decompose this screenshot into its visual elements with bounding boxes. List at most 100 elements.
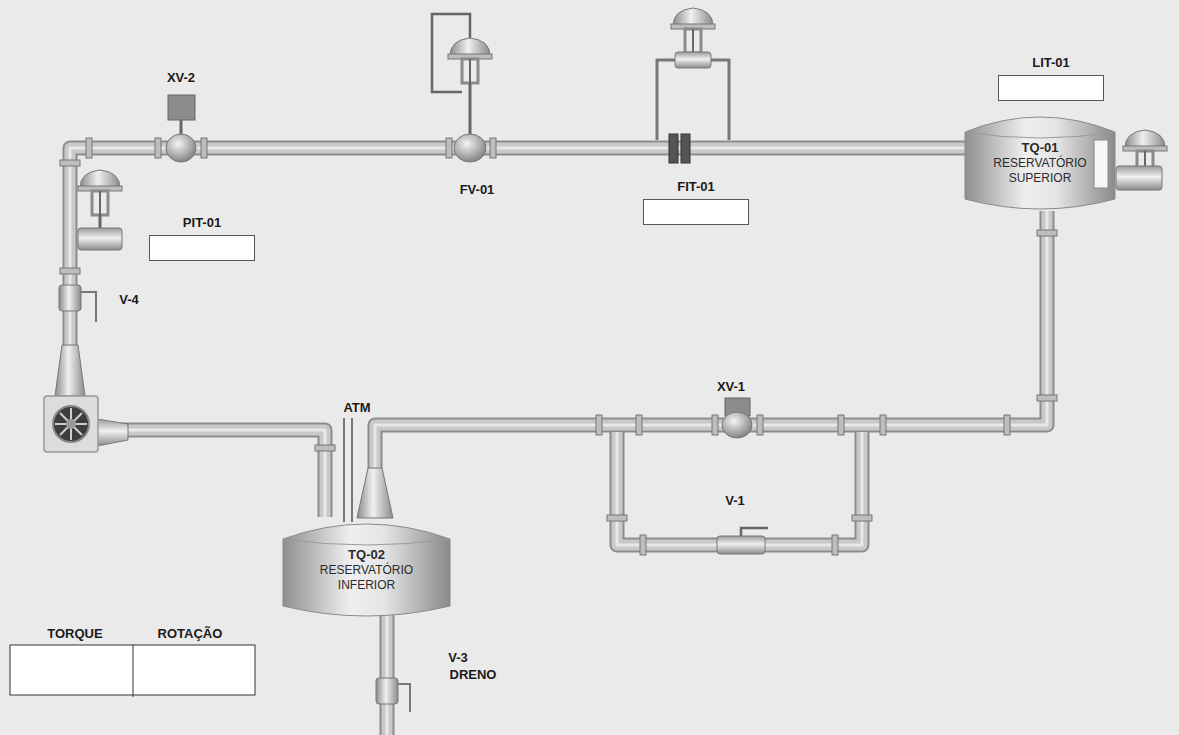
fv01-control-valve-part [448,38,492,84]
part-label: XV-1 [717,379,745,394]
instrument-display: PIT-01 [149,215,255,261]
pump-symbol-part-part [60,413,82,435]
part-label: ROTAÇÃO [158,626,223,641]
pipe-flange-part [607,515,627,521]
pipe-run [375,211,1047,517]
v3-drain-valve-part [398,684,410,712]
drain-pipe-part [382,612,393,735]
torque-table [10,645,255,697]
pipe-flange-part [852,515,872,521]
v1-hand-valve [717,528,768,554]
torque-table-part [133,645,134,697]
v3-drain-valve [376,678,410,712]
pit01-transmitter-part [78,170,122,216]
pipe-flange-part [155,138,161,158]
xv2-valve-part [180,119,183,136]
sight-glass [1094,140,1108,188]
value-box [149,235,255,261]
drain-pipe-part [380,612,395,735]
pipe-flange-part [640,535,646,555]
pipe-fill [375,211,1047,517]
pipe-flange-part [832,535,838,555]
xv1-valve-part [722,412,752,438]
pump-reducer-part [357,468,393,518]
part-label: ATM [343,400,370,415]
pipe [70,148,967,517]
fv01-control-valve-part [469,84,472,136]
pipe-flange-part [838,415,844,435]
pump-symbol-part [66,419,76,429]
pump-symbol-part [44,396,98,452]
pipe-flange-part [201,138,207,158]
tank-level-valve-part [1116,166,1162,190]
pipe-flange-part [490,138,496,158]
xv2-valve-part [166,134,196,162]
pipe-flange-part [712,415,718,435]
pipe-flange-part [60,268,80,274]
pipe-flange-part [60,160,80,166]
tank-rim [965,132,1115,138]
bypass-pipe-part [617,432,862,545]
pipe-flange-part [757,415,763,435]
tank-name: RESERVATÓRIO SUPERIOR [988,156,1092,186]
tank-name: RESERVATÓRIO INFERIOR [315,563,419,593]
tank-body [283,524,450,616]
pipe-run [70,148,967,517]
xv2-valve [166,95,196,162]
instrument-display: FIT-01 [643,179,749,225]
pipe-flange-part [86,138,92,158]
fit01-flowmeter-part [710,60,729,140]
part-label: V-1 [725,493,745,508]
v3-drain-valve-part [376,678,398,704]
pump-reducer-part [97,419,128,446]
pipe-flange-part [315,445,335,451]
pump-symbol-part [53,406,89,442]
part-label: V-3 [448,650,468,665]
instrument-display: LIT-01 [998,55,1104,101]
tank-node: TQ-01RESERVATÓRIO SUPERIOR [965,108,1115,213]
fv01-control-valve [432,14,492,162]
pipe-flange [60,138,1057,555]
part-label: DRENO [450,667,497,682]
value-box [998,75,1104,101]
tank-text: TQ-01RESERVATÓRIO SUPERIOR [988,108,1092,186]
pipe-flange-part [596,415,602,435]
tank-text: TQ-02RESERVATÓRIO INFERIOR [315,515,419,593]
pipe-flange-part [880,415,886,435]
drain-pipe [387,612,388,735]
pipe-highlight [375,211,1047,517]
instrument-tag: LIT-01 [998,55,1104,71]
tank-rim [283,539,450,545]
instrument-tag: PIT-01 [149,215,255,231]
tank-node: TQ-02RESERVATÓRIO INFERIOR [283,515,450,620]
fit01-flowmeter-part [657,60,676,140]
v4-hand-valve [59,285,96,322]
pump-symbol-part [55,408,87,440]
bypass-pipe [617,432,862,545]
fit01-flowmeter-part [671,8,715,54]
fv01-control-valve-part [454,134,486,162]
xv2-valve-part [168,95,195,120]
v4-hand-valve-part [59,285,81,311]
pipe-fill [70,148,967,517]
vent-pipe-part [343,418,345,522]
fit01-flowmeter-part [681,134,690,163]
tank-level-valve [1116,130,1167,190]
vent-pipe-part [351,418,353,522]
fit01-flowmeter-part [669,134,678,163]
tank-body [965,117,1115,209]
value-box [643,199,749,225]
pit01-transmitter-part [99,215,102,228]
v1-hand-valve-part [717,536,765,554]
bypass-pipe-part [617,432,862,545]
pump-symbol [44,396,98,452]
pipe-flange-part [1037,230,1057,236]
v1-hand-valve-part [741,528,768,536]
pipe-flange-part [446,138,452,158]
v4-hand-valve-part [81,292,96,322]
tank-tag: TQ-02 [315,547,419,563]
pipe-flange-part [636,415,642,435]
part-label: TORQUE [47,626,102,641]
